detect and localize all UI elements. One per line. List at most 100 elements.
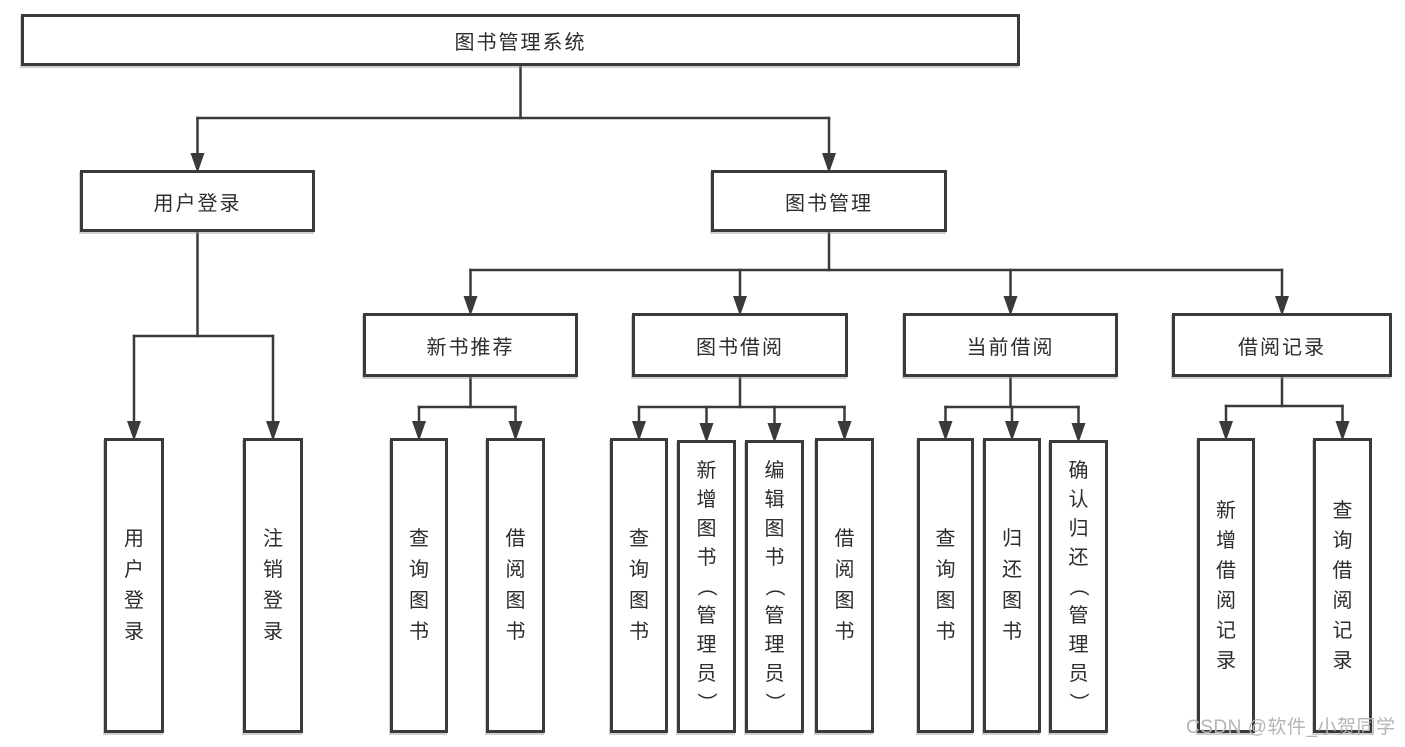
node-label: 用户登录 [153, 192, 242, 215]
node-leaf-nbr-query: 查询图书 [390, 438, 448, 733]
node-book-mgmt: 图书管理 [711, 170, 947, 232]
label-char: （ [1067, 576, 1090, 597]
node-leaf-cb-query: 查询图书 [917, 438, 974, 733]
node-leaf-logout: 注销登录 [243, 438, 303, 733]
label-char: ） [763, 692, 786, 713]
node-leaf-bb-query: 查询图书 [610, 438, 668, 733]
node-label: 编辑图书（管理员） [748, 456, 801, 717]
label-char: 书 [629, 621, 649, 643]
label-char: 书 [1002, 621, 1022, 643]
label-char: 借 [834, 528, 855, 550]
node-label: 查询图书 [393, 524, 445, 648]
label-char: 注 [263, 528, 283, 550]
label-char: 书 [696, 546, 717, 569]
node-leaf-br-add: 新增借阅记录 [1197, 438, 1255, 733]
label-char: 图 [409, 590, 429, 612]
label-char: 增 [1216, 529, 1236, 552]
label-char: 阅 [505, 559, 526, 581]
node-label: 借阅图书 [489, 524, 542, 648]
label-char: 记 [1216, 619, 1236, 642]
node-leaf-br-query: 查询借阅记录 [1313, 438, 1372, 733]
label-char: 还 [1068, 546, 1089, 569]
label-char: 询 [1332, 529, 1353, 552]
label-char: （ [695, 576, 718, 597]
watermark-text: CSDN @软件_小贺同学 [1186, 717, 1396, 738]
label-char: 员 [764, 662, 785, 685]
label-char: 查 [629, 528, 649, 550]
node-leaf-bb-add: 新增图书（管理员） [677, 440, 736, 733]
label-char: 还 [1002, 559, 1022, 581]
label-char: 查 [1332, 499, 1353, 522]
label-char: 归 [1068, 517, 1089, 540]
connector-book-borrow [632, 375, 852, 443]
node-leaf-nbr-borrow: 借阅图书 [486, 438, 545, 733]
node-label: 当前借阅 [966, 336, 1055, 359]
label-char: 录 [263, 621, 283, 643]
node-borrow-record: 借阅记录 [1172, 313, 1392, 377]
label-char: 书 [505, 621, 526, 643]
node-leaf-bb-edit: 编辑图书（管理员） [745, 440, 804, 733]
connector-user-login [127, 230, 280, 441]
label-char: 书 [409, 621, 429, 643]
label-char: 管 [1068, 604, 1089, 627]
label-char: 书 [935, 621, 956, 643]
label-char: 员 [1068, 662, 1089, 685]
label-char: 图 [696, 517, 717, 540]
label-char: 销 [263, 559, 283, 581]
node-label: 确认归还（管理员） [1052, 456, 1105, 717]
label-char: 录 [124, 621, 144, 643]
label-char: 借 [505, 528, 526, 550]
node-label: 新增图书（管理员） [680, 456, 733, 717]
node-new-book-rec: 新书推荐 [363, 313, 578, 377]
label-char: 登 [124, 590, 144, 612]
label-char: 阅 [1332, 589, 1353, 612]
node-label: 新书推荐 [426, 336, 515, 359]
node-label: 注销登录 [246, 524, 300, 648]
label-char: 管 [764, 604, 785, 627]
label-char: 用 [124, 528, 144, 550]
node-current-borrow: 当前借阅 [903, 313, 1118, 377]
label-char: 编 [764, 459, 785, 482]
node-root: 图书管理系统 [21, 14, 1020, 66]
node-book-borrow: 图书借阅 [632, 313, 848, 377]
label-char: 管 [696, 604, 717, 627]
node-leaf-cb-return: 归还图书 [983, 438, 1041, 733]
node-leaf-bb-borrow: 借阅图书 [815, 438, 874, 733]
label-char: ） [1067, 692, 1090, 713]
label-char: 录 [1332, 649, 1353, 672]
label-char: 理 [696, 633, 717, 656]
label-char: 新 [696, 459, 717, 482]
node-label: 用户登录 [107, 524, 161, 648]
label-char: 阅 [834, 559, 855, 581]
connector-root [190, 64, 836, 173]
label-char: 询 [629, 559, 649, 581]
connector-borrow-record [1219, 375, 1350, 441]
label-char: 查 [409, 528, 429, 550]
label-char: 图 [764, 517, 785, 540]
node-label: 借阅记录 [1238, 336, 1326, 359]
node-label: 归还图书 [986, 524, 1038, 648]
label-char: 增 [696, 488, 717, 511]
node-label: 图书借阅 [696, 336, 784, 359]
node-leaf-login: 用户登录 [104, 438, 164, 733]
label-char: 书 [834, 621, 855, 643]
connector-book-mgmt [463, 230, 1289, 316]
node-user-login: 用户登录 [80, 170, 315, 232]
label-char: 书 [764, 546, 785, 569]
label-char: 阅 [1216, 589, 1236, 612]
label-char: 图 [834, 590, 855, 612]
node-leaf-cb-confirm: 确认归还（管理员） [1049, 440, 1108, 733]
node-label: 借阅图书 [818, 524, 871, 648]
label-char: 登 [263, 590, 283, 612]
label-char: 询 [409, 559, 429, 581]
connector-new-book-rec [412, 375, 523, 441]
label-char: 辑 [764, 488, 785, 511]
label-char: 归 [1002, 528, 1022, 550]
label-char: 理 [1068, 633, 1089, 656]
node-label: 新增借阅记录 [1200, 496, 1252, 676]
label-char: 借 [1216, 559, 1236, 582]
label-char: 图 [1002, 590, 1022, 612]
label-char: 借 [1332, 559, 1353, 582]
label-char: 理 [764, 633, 785, 656]
